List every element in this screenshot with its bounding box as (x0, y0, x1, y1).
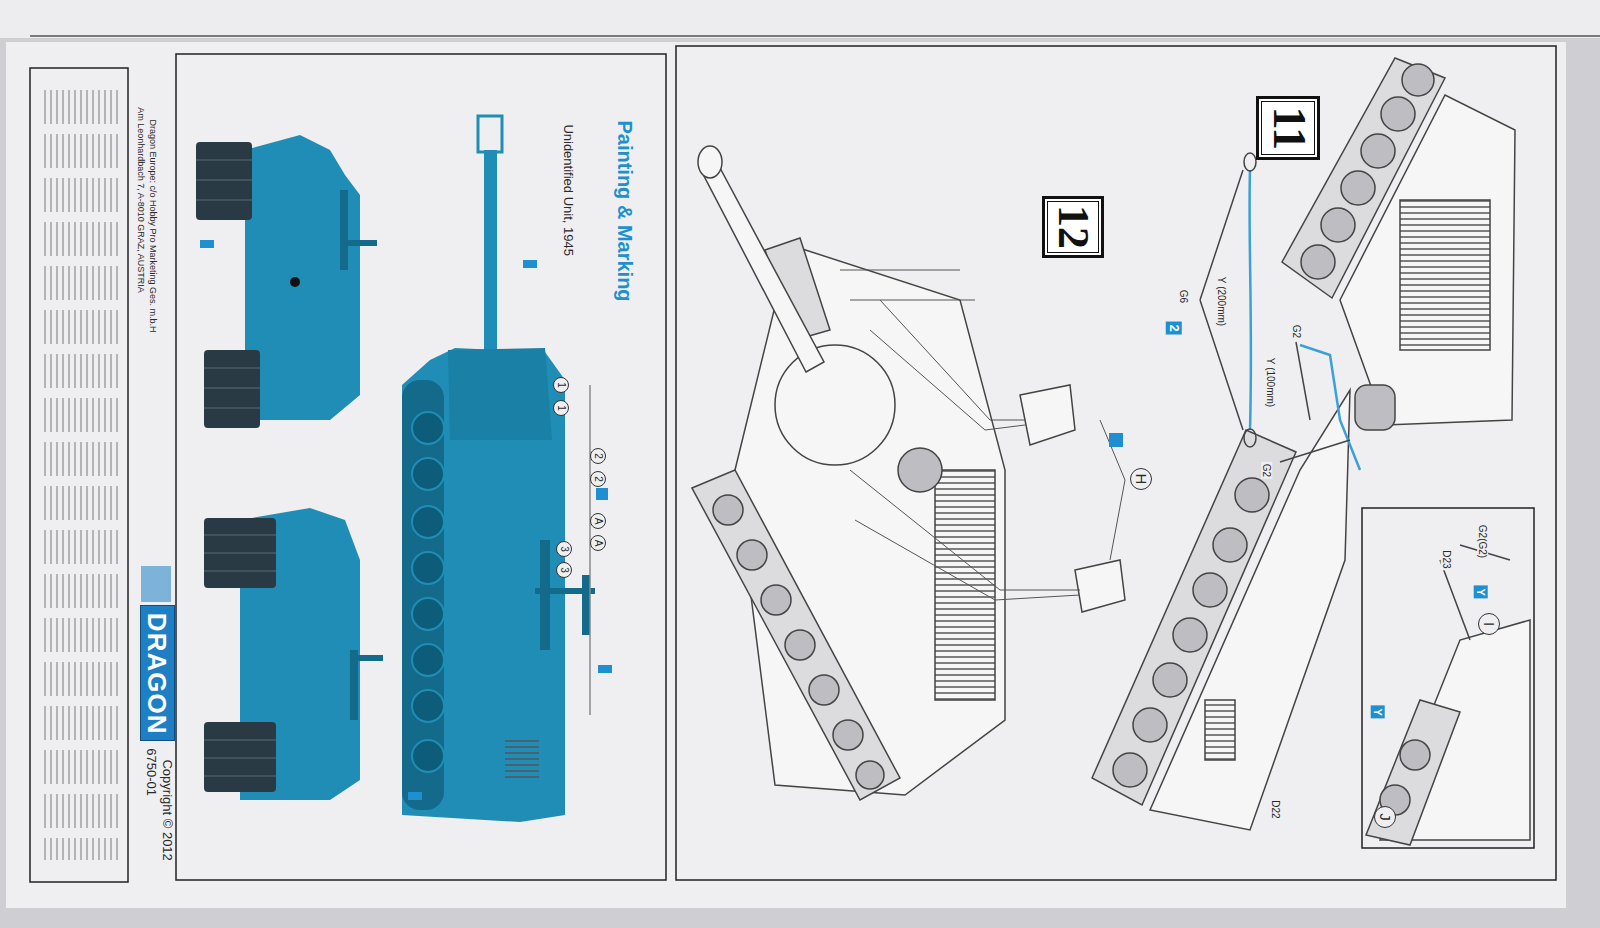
label-text: D22 (1270, 798, 1281, 820)
part-tree-tag: Y (1473, 585, 1487, 598)
tank-side-view (402, 116, 612, 822)
label-text: G2(G2) (1477, 522, 1488, 559)
step-12-drawing (692, 146, 1125, 800)
tank-front-view (196, 135, 377, 428)
leader-lines (840, 270, 1125, 600)
step-number-box: 11 (1256, 96, 1320, 160)
tow-cable (1250, 170, 1360, 470)
label-text: G6 (1178, 287, 1189, 304)
cable-eyes (1200, 153, 1350, 462)
label-text: G2 (1261, 461, 1272, 478)
callout-letter: 2 (590, 471, 606, 487)
inset-detail (1362, 508, 1534, 848)
step-number: 12 (1050, 205, 1096, 249)
part-tree-tag: 2 (1165, 322, 1181, 335)
label-text: D23 (1441, 548, 1452, 570)
callout-letter: H (1130, 468, 1152, 490)
callout-letter: 2 (590, 448, 606, 464)
callout-letter: 3 (556, 562, 572, 578)
logo-icon (141, 566, 171, 602)
callout-letter: I (1478, 613, 1500, 635)
callout-letter: 1 (553, 400, 569, 416)
step-number: 11 (1264, 106, 1312, 149)
label-text: Painting & Marking (613, 118, 635, 303)
label-text: G2 (1291, 322, 1302, 339)
label-text: Y (200mm) (1216, 274, 1227, 327)
callout-letter: 3 (556, 541, 572, 557)
callout-letter: A (590, 535, 606, 551)
label-text: Unidentified Unit, 1945 (561, 122, 575, 258)
callout-letter: A (590, 513, 606, 529)
label-text: Copyright © 2012 (159, 757, 173, 862)
label-text: Y (100mm) (1265, 355, 1276, 408)
brand-logo: DRAGON (140, 605, 175, 741)
part-tree-tag: Y (1370, 705, 1384, 718)
brand-name: DRAGON (143, 612, 170, 734)
label-text: 6750-01 (144, 746, 158, 798)
step-number-box: 12 (1042, 196, 1104, 258)
callout-letter: J (1374, 806, 1396, 828)
part-tree-icon (1109, 433, 1123, 447)
tank-rear-view (204, 508, 383, 800)
label-text: Am Leonhardbach 7, A-8010 GRAZ, AUSTRIA (135, 105, 145, 295)
callout-letter: 1 (553, 377, 569, 393)
label-text: Dragon Europe: c/o Hobby Pro Marketing G… (146, 117, 156, 334)
